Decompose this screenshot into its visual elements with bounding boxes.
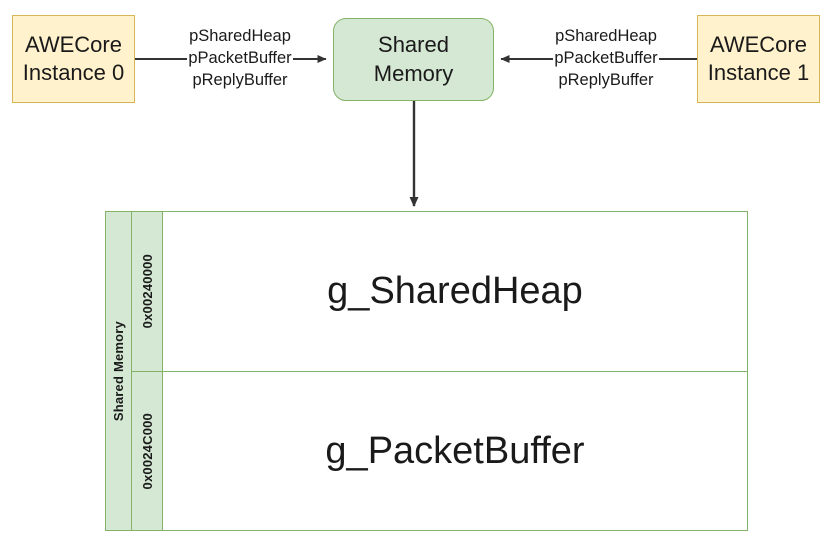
memory-map-address-1: 0x0024C000	[139, 412, 155, 490]
connector-label-left-line1: pSharedHeap	[189, 27, 291, 45]
memory-map-address-0: 0x00240000	[139, 254, 155, 329]
node-shared-memory-line2: Memory	[373, 60, 454, 86]
memory-map-table: Shared Memory 0x00240000 0x0024C000 g_Sh…	[105, 211, 748, 531]
memory-map-address-cell: 0x0024C000	[132, 372, 162, 530]
node-awecore-instance-0-line1: AWECore	[25, 31, 122, 57]
memory-map-address-cell: 0x00240000	[132, 212, 162, 372]
node-awecore-instance-0-line2: Instance 0	[22, 60, 125, 85]
memory-map-side-label-column: Shared Memory	[106, 212, 132, 530]
connector-label-right-line3: pReplyBuffer	[558, 70, 654, 89]
memory-map-region-cell: g_PacketBuffer	[163, 372, 747, 530]
connector-label-left: pSharedHeap pPacketBuffer pReplyBuffer	[155, 26, 325, 92]
node-shared-memory-line1: Shared	[378, 32, 449, 58]
memory-map-address-column: 0x00240000 0x0024C000	[132, 212, 163, 530]
connector-label-right: pSharedHeap pPacketBuffer pReplyBuffer	[521, 26, 691, 92]
node-awecore-instance-1-line2: Instance 1	[707, 60, 810, 85]
node-awecore-instance-1-line1: AWECore	[710, 31, 807, 57]
memory-map-region-cell: g_SharedHeap	[163, 212, 747, 372]
memory-map-region-1: g_PacketBuffer	[325, 429, 585, 472]
node-shared-memory[interactable]: Shared Memory	[333, 18, 494, 101]
connector-label-left-line3: pReplyBuffer	[192, 70, 288, 89]
connector-label-right-line1: pSharedHeap	[555, 27, 657, 45]
connector-label-left-line2: pPacketBuffer	[187, 47, 293, 70]
node-awecore-instance-0[interactable]: AWECore Instance 0	[12, 15, 135, 103]
memory-map-region-column: g_SharedHeap g_PacketBuffer	[163, 212, 747, 530]
memory-map-side-label: Shared Memory	[111, 320, 126, 422]
connector-label-right-line2: pPacketBuffer	[553, 47, 659, 70]
memory-map-region-0: g_SharedHeap	[327, 270, 583, 312]
node-awecore-instance-1[interactable]: AWECore Instance 1	[697, 15, 820, 103]
